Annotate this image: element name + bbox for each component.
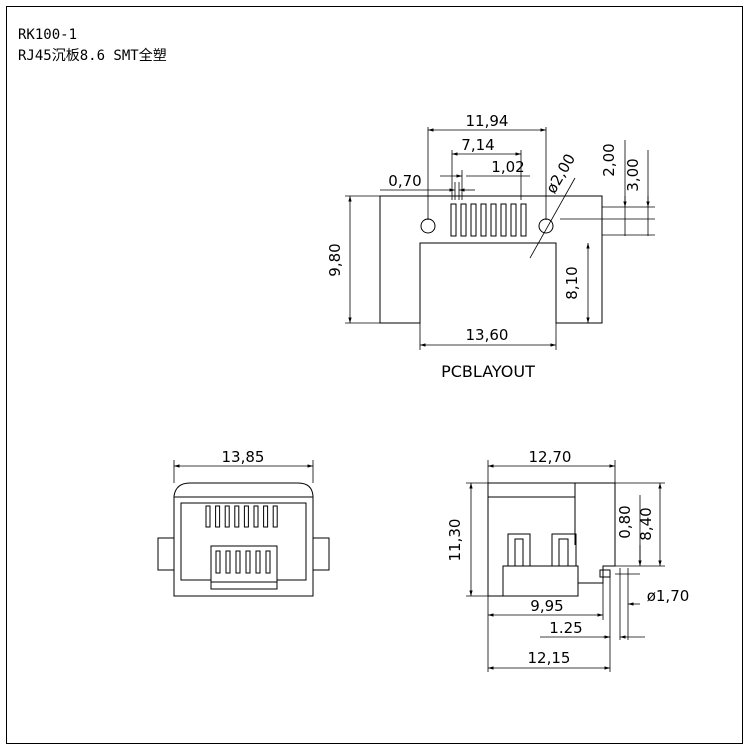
dim-pin-width: 0,70 (388, 172, 421, 190)
front-plug-latch (210, 545, 278, 583)
front-contact (243, 505, 249, 528)
pcb-layout-label: PCBLAYOUT (441, 362, 535, 381)
dim-side-length: 12,70 (529, 448, 572, 466)
pin-slot (520, 203, 527, 237)
side-base (502, 565, 579, 597)
dim-c: 12,15 (528, 649, 571, 667)
front-contact (234, 505, 240, 528)
front-contact (263, 505, 269, 528)
dim-pin-row-offset: 3,00 (624, 158, 642, 191)
front-contact-lower (235, 550, 241, 574)
dim-hole-diameter: ø2,00 (542, 151, 579, 197)
front-contact (272, 505, 278, 528)
pcb-outline (379, 195, 603, 324)
front-contact (224, 505, 230, 528)
front-contact (253, 505, 259, 528)
drawing-border (6, 6, 743, 744)
front-view: 13,85 (157, 448, 330, 597)
dim-height: 9,80 (326, 243, 344, 276)
front-contact-lower (255, 550, 261, 574)
front-contact-lower (215, 550, 221, 574)
pcb-layout-view: 11,94 7,14 1,02 0,70 ø2,00 2,00 3,00 (326, 112, 655, 381)
dim-side-height: 11,30 (446, 519, 464, 562)
front-port-opening (180, 502, 307, 590)
mounting-hole-left (420, 218, 436, 234)
front-contacts-lower (215, 550, 271, 574)
dim-pin-pitch: 1,02 (491, 158, 524, 176)
front-tab-right (312, 537, 330, 571)
part-number: RK100-1 (18, 27, 77, 43)
side-peg (599, 569, 611, 578)
dim-hole-offset: 2,00 (600, 143, 618, 176)
front-contact (205, 505, 211, 528)
dim-peg-offset: 0,80 (616, 505, 634, 538)
front-tab-left (157, 537, 175, 571)
pin-slot (460, 203, 467, 237)
front-contact (215, 505, 221, 528)
pin-slots (450, 203, 527, 237)
pin-slot (450, 203, 457, 237)
pin-slot (470, 203, 477, 237)
front-contacts-upper (205, 505, 278, 528)
front-contact-lower (245, 550, 251, 574)
dim-cutout-depth: 8,10 (563, 266, 581, 299)
pin-slot (510, 203, 517, 237)
dim-peg-diameter: ø1,70 (647, 587, 690, 605)
front-contact-lower (265, 550, 271, 574)
front-body-outline (173, 482, 314, 597)
pin-slot (500, 203, 507, 237)
front-contact-lower (225, 550, 231, 574)
dim-overall-width: 11,94 (466, 112, 509, 130)
dim-front-width: 13,85 (222, 448, 265, 466)
pin-slot (490, 203, 497, 237)
dim-a: 9,95 (530, 597, 563, 615)
pin-slot (480, 203, 487, 237)
dim-cutout-width: 13,60 (466, 326, 509, 344)
side-view: 12,70 11,30 0,80 8,40 ø1,70 9,95 1.25 (446, 448, 689, 672)
dim-sink-height: 8,40 (637, 507, 655, 540)
dim-pin-span: 7,14 (461, 136, 494, 154)
dim-b: 1.25 (549, 619, 582, 637)
part-description: RJ45沉板8.6 SMT全塑 (18, 47, 167, 64)
